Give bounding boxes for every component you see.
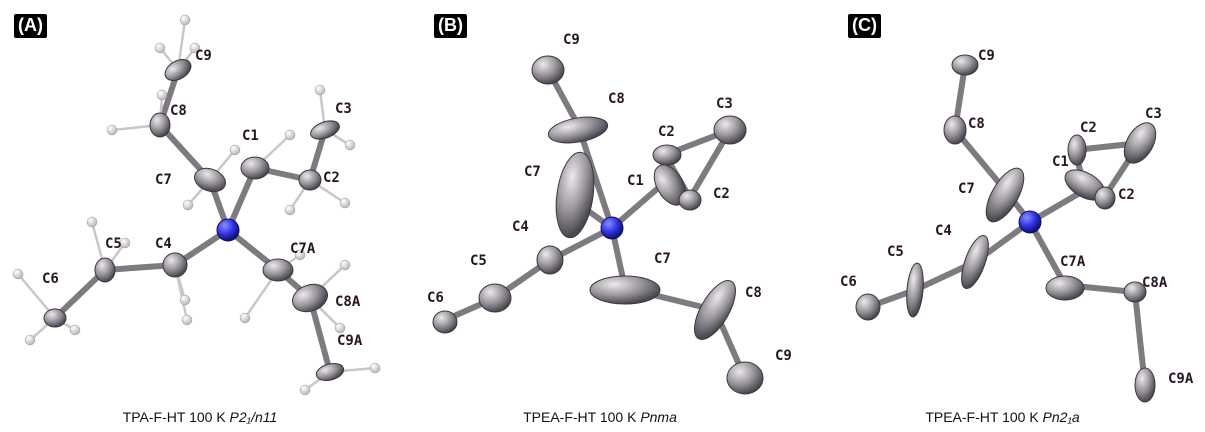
hydrogen-atoms bbox=[12, 14, 381, 396]
panel-caption: TPEA-F-HT 100 K Pn2₁a bbox=[800, 409, 1205, 425]
bonds bbox=[865, 62, 1148, 388]
panel-label: (A) bbox=[14, 14, 47, 38]
panel-label: (C) bbox=[848, 14, 881, 38]
atom-label: C6 bbox=[840, 274, 857, 290]
caption-space-group: P2₁/n11 bbox=[229, 409, 278, 425]
atom-label: C3 bbox=[716, 96, 733, 112]
atom-label: C8 bbox=[170, 103, 187, 119]
atom-label: C9A bbox=[1168, 371, 1194, 387]
molecule-c: C9 C8 C3 C2 C1 C7 C2 C4 C5 C7A C8A C6 C9… bbox=[840, 48, 1194, 403]
molecule-a: C9 C8 C3 C1 C7 C2 C5 C4 C7A C6 C8A C9A bbox=[12, 14, 381, 396]
caption-prefix: TPEA-F-HT 100 K bbox=[523, 409, 641, 425]
atom-label: C7 bbox=[958, 181, 975, 197]
caption-space-group: Pn2₁a bbox=[1042, 409, 1080, 425]
atom-label: C1 bbox=[242, 128, 259, 144]
atom-label: C2 bbox=[1118, 187, 1135, 203]
nitrogen-atom bbox=[600, 216, 624, 240]
nitrogen-atom bbox=[216, 218, 240, 242]
carbon-atoms bbox=[432, 55, 764, 395]
atom-label: C4 bbox=[512, 219, 529, 235]
atom-label: C8 bbox=[608, 91, 625, 107]
atom-label: C2 bbox=[323, 170, 340, 186]
carbon-atoms bbox=[855, 54, 1157, 403]
atom-label: C4 bbox=[935, 223, 952, 239]
atom-label: C7 bbox=[654, 251, 671, 267]
atom-label: C9 bbox=[978, 48, 995, 64]
atom-label: C2 bbox=[1080, 120, 1097, 136]
atom-labels: C9 C8 C3 C2 C1 C7 C2 C4 C5 C7A C8A C6 C9… bbox=[840, 48, 1194, 387]
atom-label: C3 bbox=[335, 101, 352, 117]
atom-label: C3 bbox=[1145, 106, 1162, 122]
atom-label: C7 bbox=[155, 172, 172, 188]
atom-label: C1 bbox=[1052, 154, 1069, 170]
panel-a: C9 C8 C3 C1 C7 C2 C5 C4 C7A C6 C8A C9A (… bbox=[0, 0, 400, 432]
atom-label: C6 bbox=[42, 271, 59, 287]
atom-label: C7 bbox=[524, 164, 541, 180]
panel-caption: TPEA-F-HT 100 K Pnma bbox=[400, 409, 800, 425]
nitrogen-atom bbox=[1018, 210, 1042, 234]
atom-labels: C9 C8 C3 C1 C7 C2 C5 C4 C7A C6 C8A C9A bbox=[42, 48, 363, 349]
molecule-b: C9 C8 C3 C2 C7 C1 C2 C4 C5 C7 C8 C6 C9 bbox=[427, 32, 792, 395]
atom-label: C9 bbox=[563, 32, 580, 48]
panel-caption: TPA-F-HT 100 K P2₁/n11 bbox=[0, 409, 400, 425]
atom-label: C7A bbox=[290, 241, 316, 257]
atom-label: C8 bbox=[968, 116, 985, 132]
atom-labels: C9 C8 C3 C2 C7 C1 C2 C4 C5 C7 C8 C6 C9 bbox=[427, 32, 792, 364]
atom-label: C9 bbox=[195, 48, 212, 64]
atom-label: C2 bbox=[658, 124, 675, 140]
atom-label: C7A bbox=[1060, 254, 1086, 270]
carbon-atoms bbox=[43, 59, 345, 382]
atom-label: C8A bbox=[1142, 275, 1168, 291]
panel-label: (B) bbox=[434, 14, 467, 38]
atom-label: C9A bbox=[337, 333, 363, 349]
caption-space-group: Pnma bbox=[640, 409, 677, 425]
atom-label: C5 bbox=[105, 236, 122, 252]
atom-label: C5 bbox=[887, 244, 904, 260]
panel-c: C9 C8 C3 C2 C1 C7 C2 C4 C5 C7A C8A C6 C9… bbox=[800, 0, 1205, 432]
atom-label: C4 bbox=[155, 236, 172, 252]
atom-label: C2 bbox=[713, 186, 730, 202]
caption-prefix: TPA-F-HT 100 K bbox=[122, 409, 230, 425]
atom-label: C6 bbox=[427, 290, 444, 306]
panel-b: C9 C8 C3 C2 C7 C1 C2 C4 C5 C7 C8 C6 C9 (… bbox=[400, 0, 800, 432]
atom-label: C5 bbox=[470, 253, 487, 269]
caption-prefix: TPEA-F-HT 100 K bbox=[925, 409, 1043, 425]
atom-label: C8A bbox=[335, 294, 361, 310]
atom-label: C1 bbox=[627, 173, 644, 189]
atom-label: C9 bbox=[775, 348, 792, 364]
atom-label: C8 bbox=[745, 285, 762, 301]
